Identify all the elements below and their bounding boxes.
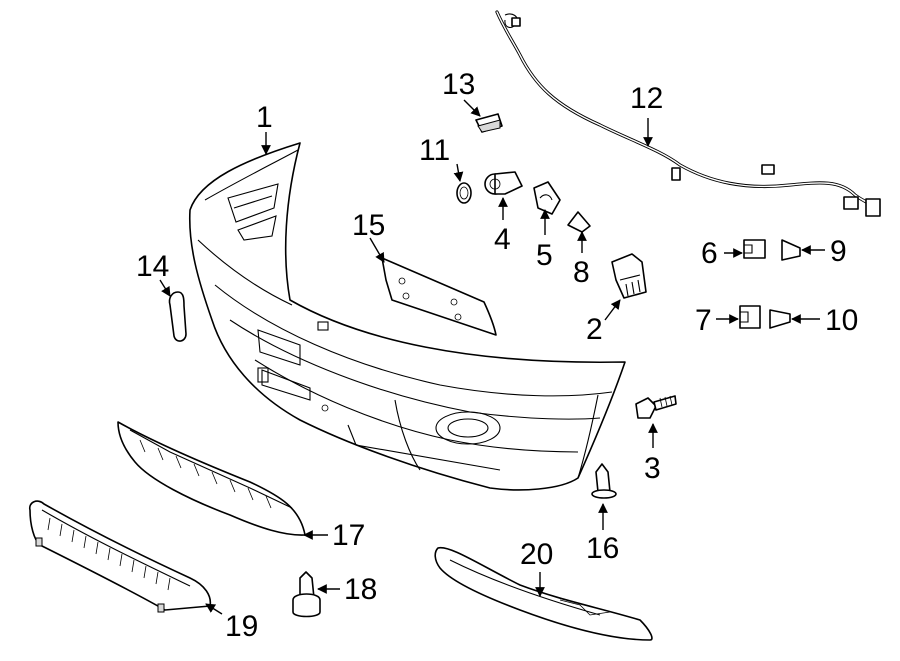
callout-7: 7 — [695, 304, 712, 337]
callout-13: 13 — [442, 68, 475, 101]
bumper-cover — [188, 142, 626, 491]
sensor-retainer — [567, 211, 591, 233]
callout-1: 1 — [256, 101, 273, 134]
callout-15: 15 — [352, 209, 385, 242]
plug-10 — [769, 309, 791, 329]
cap — [168, 291, 187, 342]
callout-14: 14 — [136, 250, 169, 283]
callout-5: 5 — [536, 239, 553, 272]
callout-10: 10 — [825, 304, 858, 337]
callout-12: 12 — [630, 82, 663, 115]
callout-20: 20 — [520, 538, 553, 571]
lower-valance — [28, 500, 212, 613]
callout-2: 2 — [586, 313, 603, 346]
clip-7 — [739, 305, 761, 329]
callout-17: 17 — [332, 519, 365, 552]
wiring-harness — [495, 10, 881, 217]
callout-18: 18 — [344, 573, 377, 606]
push-pin-18 — [292, 571, 321, 618]
leader-lines — [159, 99, 825, 615]
sensor-bracket — [533, 181, 561, 215]
parking-sensor — [484, 171, 523, 195]
callout-3: 3 — [644, 452, 661, 485]
o-ring — [456, 182, 472, 204]
callout-labels: 1 2 3 4 5 6 7 8 9 10 11 12 13 14 15 16 1… — [136, 68, 858, 643]
air-deflector — [117, 421, 306, 536]
callout-11: 11 — [419, 134, 450, 167]
mounting-bracket — [611, 253, 647, 299]
callout-16: 16 — [586, 532, 619, 565]
license-bracket — [381, 257, 497, 336]
plug-9 — [781, 239, 801, 261]
callout-19: 19 — [225, 610, 258, 643]
clip-13 — [475, 113, 503, 133]
push-pin-16 — [591, 463, 617, 499]
callout-9: 9 — [830, 235, 847, 268]
callout-8: 8 — [573, 256, 590, 289]
callout-4: 4 — [494, 223, 511, 256]
bolt — [635, 395, 677, 419]
callout-6: 6 — [701, 237, 718, 270]
clip-6 — [743, 239, 766, 259]
